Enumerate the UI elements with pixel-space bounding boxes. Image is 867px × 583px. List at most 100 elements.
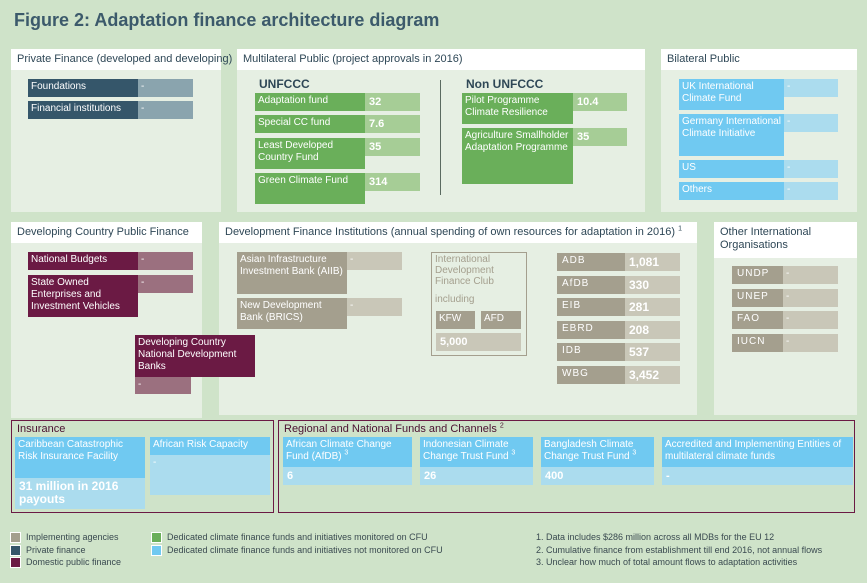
idfc-title: International Development Finance Club [435,254,494,287]
unfccc-heading: UNFCCC [259,77,310,91]
agency-label: New Development Bank (BRICS) [237,298,347,329]
regional-fund-name: Accredited and Implementing Entities of … [665,439,842,462]
domestic-label: Developing Country National Development … [135,335,255,377]
regional-fund-value: 26 [420,467,533,485]
insurance-label: Caribbean Catastrophic Risk Insurance Fa… [15,437,145,478]
org-value: - [783,266,838,284]
non-unfccc-heading: Non UNFCCC [466,77,544,91]
private-item-value: - [138,101,193,119]
fund-label: Agriculture Smallholder Adaptation Progr… [462,128,573,184]
idfc-member: AFD [481,311,521,329]
agency-label: Asian Infrastructure Investment Bank (AI… [237,252,347,294]
domestic-value: - [138,252,193,270]
fund-label: Green Climate Fund [255,173,365,204]
org-label: UNDP [732,266,783,284]
regional-box: Regional and National Funds and Channels… [278,420,855,513]
fund-value: 7.6 [365,115,420,133]
footnote-marker: 3 [344,449,349,457]
mdb-value: 1,081 [625,253,680,271]
regional-fund-label: Accredited and Implementing Entities of … [662,437,853,467]
bilateral-value: - [784,114,838,132]
regional-fund-value: 400 [541,467,654,485]
bilateral-value: - [784,160,838,178]
bilateral-label: Others [679,182,784,200]
regional-fund-name: Bangladesh Climate Change Trust Fund [544,439,634,462]
mdb-value: 208 [625,320,680,339]
legend-label: Implementing agencies [26,532,119,542]
footnote-marker: 3 [632,449,637,457]
regional-fund-value: - [662,467,853,485]
insurance-value: 31 million in 2016 payouts [15,478,145,509]
bilateral-value: - [784,182,838,200]
fund-value: 35 [365,138,420,156]
panel-header: Developing Country Public Finance [11,222,202,243]
legend-label: Dedicated climate finance funds and init… [167,532,428,542]
mdb-value: 3,452 [625,366,680,384]
regional-header: Regional and National Funds and Channels… [284,422,504,435]
dfi-header-text: Development Finance Institutions (annual… [225,226,676,238]
legend-label: Domestic public finance [26,557,122,567]
fund-label: Pilot Programme Climate Resilience [462,93,573,124]
fund-value: 35 [573,128,627,146]
idfc-box: International Development Finance Club i… [431,252,527,356]
bilateral-label: UK International Climate Fund [679,79,784,110]
regional-fund-value: 6 [283,467,412,485]
legend-swatch [151,545,162,556]
domestic-value: - [138,275,193,293]
fund-label: Least Developed Country Fund [255,138,365,169]
footnote-marker: 2 [499,422,504,430]
org-value: - [783,311,838,329]
insurance-label: African Risk Capacity [150,437,270,455]
private-item-value: - [138,79,193,97]
mdb-label: WBG [557,366,625,384]
fund-label: Adaptation fund [255,93,365,111]
footnote: 3. Unclear how much of total amount flow… [536,557,798,567]
mdb-label: EBRD [557,320,625,339]
legend-label: Private finance [26,545,86,555]
insurance-box: Insurance [11,420,274,513]
agency-value: - [347,298,402,316]
insurance-value: - [150,455,270,495]
org-label: UNEP [732,288,783,307]
idfc-member: KFW [436,311,475,329]
regional-fund-name: African Climate Change Fund (AfDB) [286,439,392,462]
agency-value: - [347,252,402,270]
legend-swatch [10,532,21,543]
regional-fund-name: Indonesian Climate Change Trust Fund [423,439,509,462]
org-value: - [783,288,838,307]
panel-header: Bilateral Public [661,49,857,70]
domestic-label: National Budgets [28,252,138,270]
fund-value: 32 [365,93,420,111]
regional-fund-label: Bangladesh Climate Change Trust Fund 3 [541,437,654,467]
insurance-header: Insurance [17,423,66,435]
idfc-including: including [435,294,475,305]
fund-value: 314 [365,173,420,191]
mdb-label: AfDB [557,275,625,294]
mdb-value: 330 [625,275,680,294]
mdb-label: EIB [557,298,625,317]
legend-swatch [151,532,162,543]
mdb-label: ADB [557,253,625,271]
domestic-label: State Owned Enterprises and Investment V… [28,275,138,317]
private-item-label: Financial institutions [28,101,138,119]
legend-label: Dedicated climate finance funds and init… [167,545,443,555]
regional-fund-label: African Climate Change Fund (AfDB) 3 [283,437,412,467]
domestic-value: - [135,377,191,394]
panel-header: Development Finance Institutions (annual… [219,222,697,243]
bilateral-label: Germany International Climate Initiative [679,114,784,156]
org-label: IUCN [732,333,783,352]
idfc-value: 5,000 [436,333,521,351]
regional-header-text: Regional and National Funds and Channels [284,423,497,435]
footnote: 1. Data includes $286 million across all… [536,532,775,542]
footnote: 2. Cumulative finance from establishment… [536,544,823,555]
divider [440,80,441,195]
private-finance-panel: Private Finance (developed and developin… [11,49,232,212]
bilateral-value: - [784,79,838,97]
bilateral-label: US [679,160,784,178]
mdb-label: IDB [557,343,625,362]
regional-fund-label: Indonesian Climate Change Trust Fund 3 [420,437,533,467]
panel-header: Multilateral Public (project approvals i… [237,49,645,70]
panel-header: Other International Organisations [714,222,857,258]
org-label: FAO [732,311,783,329]
legend-swatch [10,557,21,568]
